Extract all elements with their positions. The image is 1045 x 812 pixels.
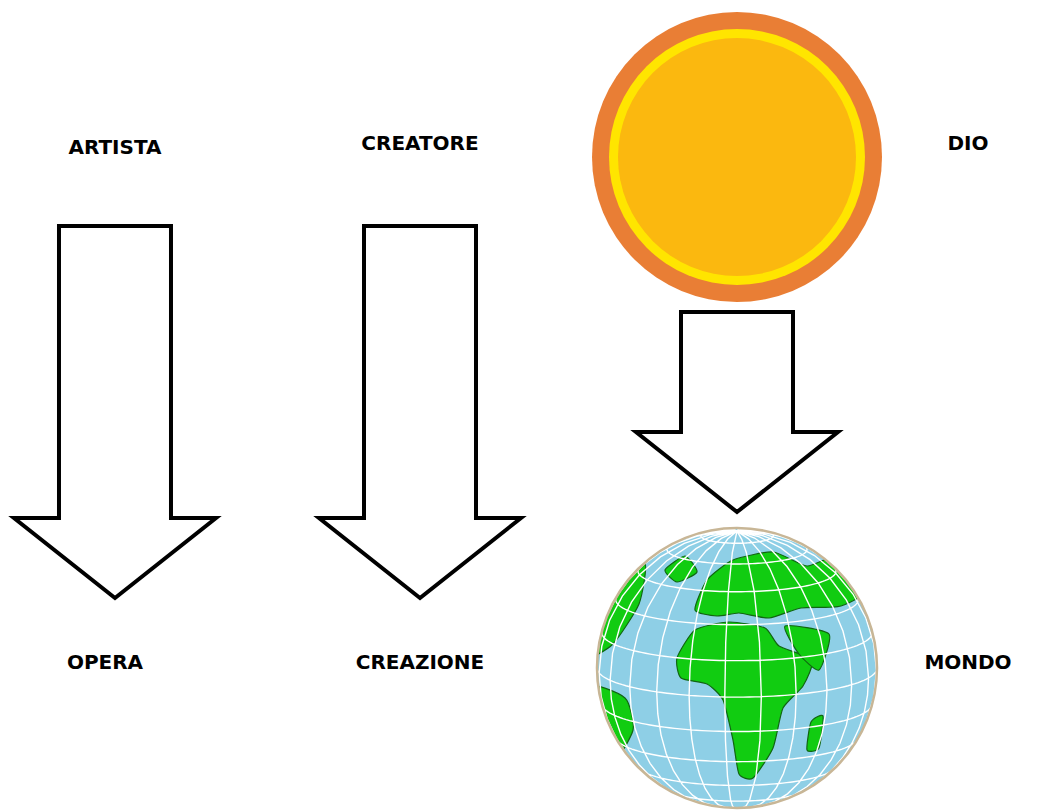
block-arrow xyxy=(14,226,216,598)
label-node: OPERA xyxy=(63,646,147,678)
sun-illustration xyxy=(592,12,882,302)
sun-outer xyxy=(592,12,882,302)
sun-node: DIO xyxy=(592,12,882,302)
node-label: CREAZIONE xyxy=(356,650,485,674)
label-node: ARTISTA xyxy=(64,131,165,163)
node-label: ARTISTA xyxy=(68,135,161,159)
globe-ocean xyxy=(597,528,877,808)
block-arrow xyxy=(319,226,521,598)
globe-node: MONDO xyxy=(595,526,879,810)
sun-ring xyxy=(609,29,865,285)
label-node: CREATORE xyxy=(357,127,482,159)
graticule xyxy=(597,528,877,808)
label-node: CREAZIONE xyxy=(352,646,489,678)
node-label: CREATORE xyxy=(361,131,478,155)
globe-outline xyxy=(597,528,877,808)
node-label: OPERA xyxy=(67,650,143,674)
globe-illustration xyxy=(595,526,879,810)
node-label: MONDO xyxy=(924,650,1011,674)
block-arrow xyxy=(636,312,838,512)
sun-core xyxy=(618,38,856,276)
node-label: DIO xyxy=(947,131,988,155)
continent xyxy=(807,715,823,751)
